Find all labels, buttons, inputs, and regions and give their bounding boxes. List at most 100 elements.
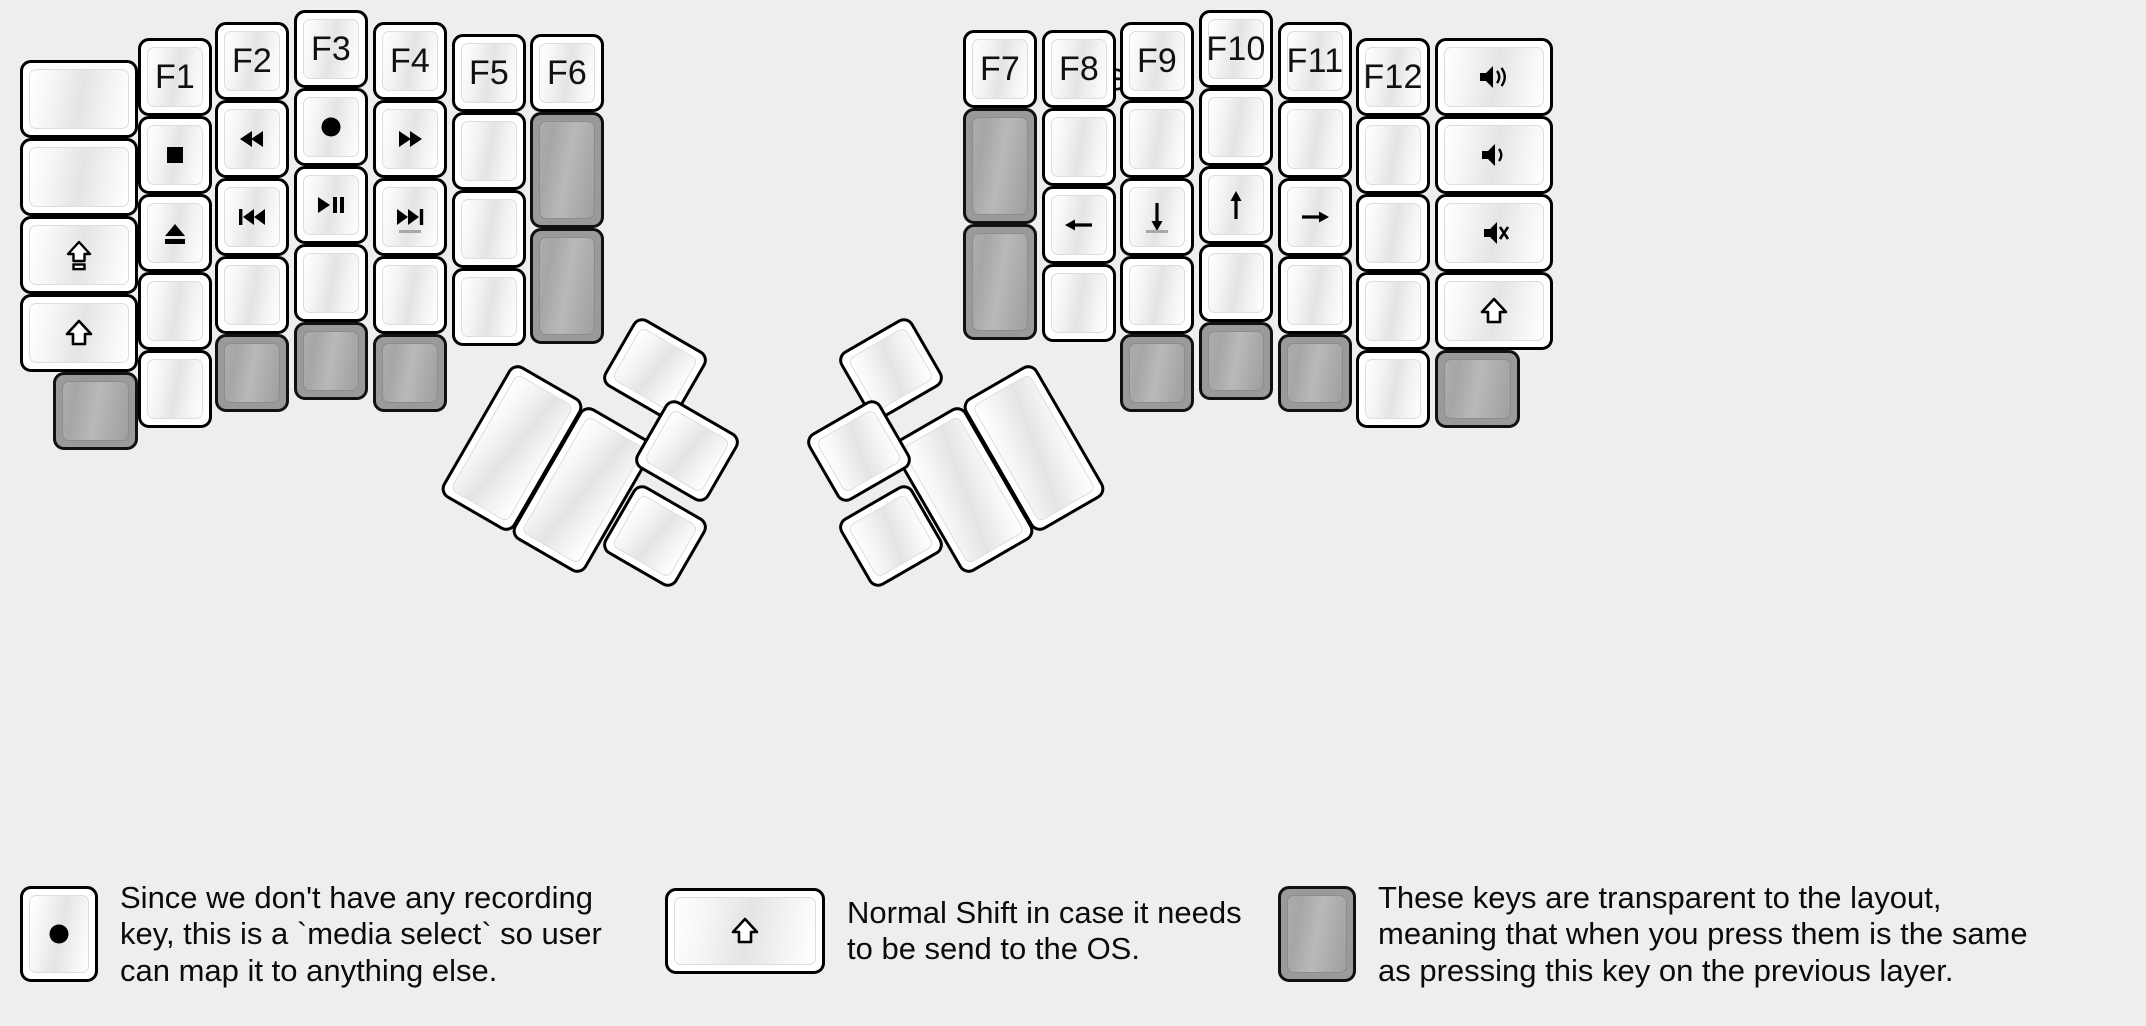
left-col-1-key-1[interactable] [20,60,138,138]
left-col-3-key-1-f2[interactable]: F2 [215,22,289,100]
right-col-6-key-4[interactable] [1356,272,1430,350]
shift-icon [725,911,765,951]
legend-item-record-sample-key [20,886,98,983]
right-col-1-key-2[interactable] [963,108,1037,224]
key-cap [972,233,1028,331]
left-col-5-key-1-f4[interactable]: F4 [373,22,447,100]
left-col-4-key-2-record[interactable] [294,88,368,166]
key-cap [1051,195,1107,255]
left-col-3-key-5[interactable] [215,334,289,412]
right-col-6-key-3[interactable] [1356,194,1430,272]
key-cap [303,97,359,157]
left-col-4-key-5[interactable] [294,322,368,400]
left-col-7-key-1-f6[interactable]: F6 [530,34,604,112]
key-cap [1365,359,1421,419]
right-col-3-key-3-arrow-down[interactable] [1120,178,1194,256]
left-col-1-key-2[interactable] [20,138,138,216]
right-col-4-key-4[interactable] [1199,244,1273,322]
right-col-6-key-5[interactable] [1356,350,1430,428]
left-col-5-key-4[interactable] [373,256,447,334]
eject-icon [155,213,195,253]
key-cap [1051,117,1107,177]
left-col-2-key-3-eject[interactable] [138,194,212,272]
right-col-4-key-1-f10[interactable]: F10 [1199,10,1273,88]
right-col-6-key-2[interactable] [1356,116,1430,194]
right-col-7-key-tail[interactable] [1435,350,1520,428]
key-cap [1051,273,1107,333]
left-col-5-key-2-fast-forward[interactable] [373,100,447,178]
right-col-7-key-2-volume-down[interactable] [1435,116,1553,194]
key-cap [1129,109,1185,169]
legend-item-transparent: These keys are transparent to the layout… [1278,880,2028,989]
stop-square-icon [155,135,195,175]
key-legend-text: F5 [468,54,510,92]
volume-mute-icon [1474,213,1514,253]
right-col-5-key-4[interactable] [1278,256,1352,334]
left-col-4-key-4[interactable] [294,244,368,322]
right-col-2-key-2[interactable] [1042,108,1116,186]
key-legend-text: F8 [1058,50,1100,88]
left-col-6-key-2[interactable] [452,112,526,190]
right-col-5-key-5[interactable] [1278,334,1352,412]
volume-down-icon [1474,135,1514,175]
right-col-2-key-3-arrow-left[interactable] [1042,186,1116,264]
left-col-7-key-2[interactable] [530,112,604,228]
key-cap [29,225,129,285]
left-col-6-key-1-f5[interactable]: F5 [452,34,526,112]
key-tick-mark [399,230,421,233]
right-col-5-key-2[interactable] [1278,100,1352,178]
key-cap [382,109,438,169]
right-col-1-key-1-f7[interactable]: F7 [963,30,1037,108]
fast-forward-icon [390,119,430,159]
left-col-7-key-3[interactable] [530,228,604,344]
left-col-2-key-4[interactable] [138,272,212,350]
left-col-5-key-5[interactable] [373,334,447,412]
left-col-5-key-3-next-track[interactable] [373,178,447,256]
key-cap [1129,343,1185,403]
key-cap [674,897,816,965]
left-col-6-key-3[interactable] [452,190,526,268]
left-col-1-key-4-shift[interactable] [20,294,138,372]
right-col-3-key-2[interactable] [1120,100,1194,178]
key-cap [303,253,359,313]
right-col-3-key-4[interactable] [1120,256,1194,334]
key-cap: F2 [224,31,280,91]
right-thumb-cluster-thumb-1u-top[interactable] [835,314,947,424]
play-pause-icon [311,185,351,225]
legend-item-shift-description: Normal Shift in case it needs to be send… [847,894,1242,966]
left-col-1-key-tail[interactable] [53,372,138,450]
key-legend-text: F12 [1363,58,1423,96]
right-col-3-key-1-f9[interactable]: F9 [1120,22,1194,100]
right-col-4-key-3-arrow-up[interactable] [1199,166,1273,244]
right-col-7-key-4-shift[interactable] [1435,272,1553,350]
right-col-5-key-3-arrow-right[interactable] [1278,178,1352,256]
right-col-3-key-5[interactable] [1120,334,1194,412]
left-col-2-key-1-f1[interactable]: F1 [138,38,212,116]
left-col-4-key-3-play-pause[interactable] [294,166,368,244]
key-cap [461,121,517,181]
key-legend-text: F11 [1286,42,1344,80]
legend-strip: Since we don't have any recording key, t… [0,868,2146,1026]
left-col-2-key-2-stop[interactable] [138,116,212,194]
right-col-2-key-1-f8[interactable]: F8 [1042,30,1116,108]
left-col-6-key-4[interactable] [452,268,526,346]
left-col-3-key-2-rewind[interactable] [215,100,289,178]
right-col-7-key-1-volume-up[interactable] [1435,38,1553,116]
right-col-2-key-4[interactable] [1042,264,1116,342]
left-col-3-key-4[interactable] [215,256,289,334]
key-cap: F4 [382,31,438,91]
right-col-1-key-3[interactable] [963,224,1037,340]
right-col-7-key-3-volume-mute[interactable] [1435,194,1553,272]
key-legend-text: F3 [310,30,352,68]
right-col-5-key-1-f11[interactable]: F11 [1278,22,1352,100]
left-col-4-key-1-f3[interactable]: F3 [294,10,368,88]
right-col-4-key-5[interactable] [1199,322,1273,400]
key-cap [1365,281,1421,341]
left-col-1-key-3-caps-lock[interactable] [20,216,138,294]
previous-track-icon [232,197,272,237]
left-col-3-key-3-prev-track[interactable] [215,178,289,256]
right-col-6-key-1-f12[interactable]: F12 [1356,38,1430,116]
left-col-2-key-5[interactable] [138,350,212,428]
arrow-up-icon [1216,185,1256,225]
right-col-4-key-2[interactable] [1199,88,1273,166]
